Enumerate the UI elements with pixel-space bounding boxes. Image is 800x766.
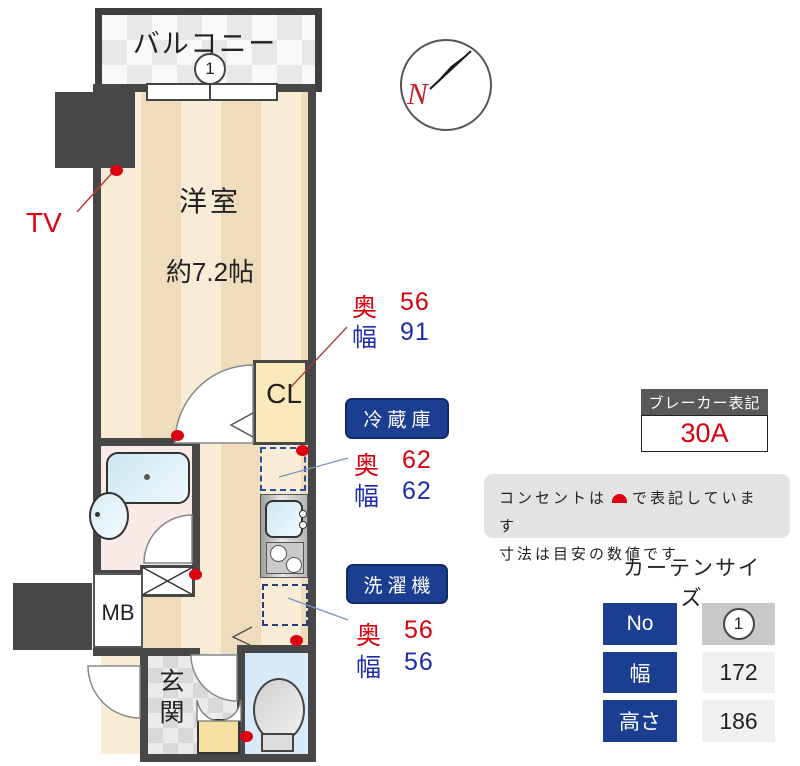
room-area: 約7.2帖: [165, 257, 255, 287]
washer-badge: 洗濯機: [346, 564, 448, 604]
curtain-no-label-text: No: [626, 612, 654, 635]
meter-box-label: MB: [101, 600, 135, 625]
closet-width-value: 91: [400, 318, 430, 346]
wall-genkan-left: [140, 648, 148, 762]
curtain-row-height-label: 高さ: [603, 700, 677, 742]
kitchen-sink: [265, 500, 303, 538]
pipe-space-box: [140, 565, 195, 597]
notes-line1: コンセントはで表記しています: [499, 485, 775, 541]
breaker-value: 30A: [680, 418, 729, 448]
outlet-legend-icon: [612, 494, 628, 503]
washer-width-label: 幅: [356, 654, 383, 682]
toilet-bowl: [253, 678, 305, 742]
curtain-title: カーテンサイズ: [623, 557, 761, 610]
fridge-depth-label: 奥: [354, 452, 381, 480]
stove-burner-2: [286, 557, 302, 573]
curtain-height-label-text: 高さ: [619, 711, 661, 734]
toilet-base: [261, 733, 294, 752]
curtain-height-value-text: 186: [719, 707, 758, 734]
fridge-depth-value: 62: [402, 446, 432, 474]
washer-width: 幅 56: [356, 648, 434, 684]
fridge-depth: 奥 62: [354, 446, 432, 482]
pillar-bottom-left: [13, 583, 92, 650]
wall-left: [93, 84, 101, 656]
washer-depth-label: 奥: [356, 622, 383, 650]
pillar-top-left: [55, 92, 135, 168]
fridge-width-value: 62: [402, 477, 432, 505]
notes-box: コンセントはで表記しています 寸法は目安の数値です: [484, 474, 790, 563]
balcony-window: [146, 83, 278, 101]
outlet-dot-fridge: [296, 445, 309, 456]
washer-space: [262, 584, 308, 626]
room-name: 洋室: [178, 186, 241, 217]
closet-depth: 奥 56: [352, 288, 430, 324]
fridge-badge: 冷蔵庫: [345, 398, 449, 439]
kitchen-faucet-knob-2: [299, 521, 307, 529]
closet-box: [253, 360, 308, 445]
wall-room-divider: [93, 438, 200, 446]
closet-width-label: 幅: [352, 324, 379, 352]
balcony-window-divider: [209, 83, 211, 101]
washer-depth: 奥 56: [356, 616, 434, 652]
fridge-badge-label: 冷蔵庫: [363, 410, 436, 431]
outlet-dot-room: [171, 430, 184, 441]
washer-badge-label: 洗濯機: [363, 575, 436, 597]
curtain-row-width-label: 幅: [603, 652, 677, 693]
curtain-no-circle: 1: [722, 608, 755, 640]
closet-width: 幅 91: [352, 318, 430, 354]
curtain-row-no-label: No: [603, 603, 677, 645]
curtain-row-no-value: 1: [702, 603, 775, 645]
curtain-width-value-text: 172: [719, 659, 758, 685]
outlet-dot-tv: [110, 165, 123, 176]
genkan-label: 玄関: [156, 668, 184, 730]
outlet-dot-toilet: [240, 731, 253, 742]
notes-line2: 寸法は目安の数値です: [499, 545, 680, 563]
closet-depth-value: 56: [400, 288, 430, 316]
outlet-dot-washer: [290, 635, 303, 646]
notes-line1-before: コンセントは: [499, 490, 608, 507]
wall-right: [308, 84, 316, 762]
basin-faucet: [95, 512, 100, 517]
tv-label: TV: [26, 207, 62, 238]
curtain-row-height-value: 186: [702, 700, 775, 742]
kitchen-faucet-knob-1: [299, 510, 307, 518]
notes-line1-after: で表記しています: [499, 490, 758, 535]
wall-bath-right: [192, 438, 200, 578]
breaker-title: ブレーカー表記: [648, 394, 761, 412]
closet-depth-label: 奥: [352, 294, 379, 322]
closet-label: CL: [266, 378, 302, 409]
outlet-dot-corridor: [189, 569, 202, 580]
washer-depth-value: 56: [404, 616, 434, 644]
meter-box: [93, 573, 143, 648]
window-number-circle: 1: [194, 53, 226, 85]
bathtub-drain: [144, 474, 150, 480]
curtain-width-label-text: 幅: [629, 662, 651, 686]
breaker-header: ブレーカー表記: [641, 389, 768, 415]
shoe-cabinet: [197, 719, 240, 754]
compass-north-label: N: [407, 76, 428, 111]
wall-toilet-top: [237, 645, 316, 653]
wall-bottom: [140, 754, 316, 762]
fridge-width-label: 幅: [354, 483, 381, 511]
breaker-value-box: 30A: [641, 415, 768, 452]
fridge-width: 幅 62: [354, 477, 432, 513]
curtain-row-width-value: 172: [702, 652, 775, 693]
washer-width-value: 56: [404, 648, 434, 676]
stove-burner-1: [270, 545, 287, 562]
